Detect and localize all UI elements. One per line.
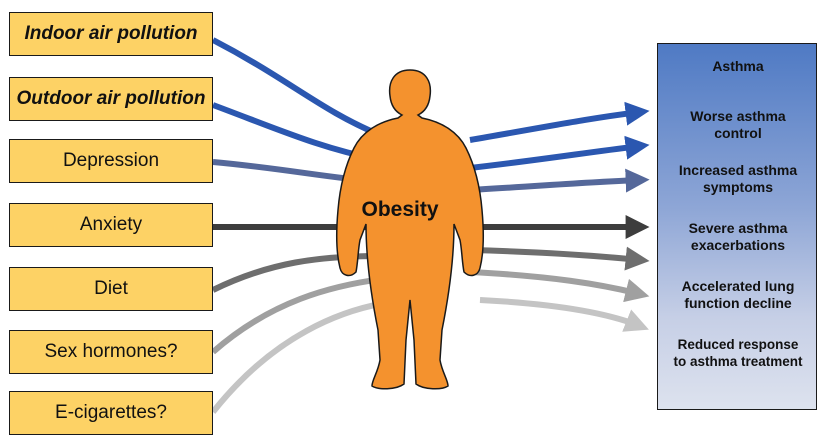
factor-box-indoor-air-pollution: Indoor air pollution [9,12,213,56]
factor-label: Outdoor air pollution [17,88,206,110]
outcome-accelerated-lung-decline: Accelerated lung function decline [658,278,818,312]
obesity-figure [337,70,484,389]
obesity-label: Obesity [350,198,450,222]
factor-box-sex-hormones: Sex hormones? [9,330,213,374]
factor-box-outdoor-air-pollution: Outdoor air pollution [9,77,213,121]
flow-arrow-to-increased-symptoms [470,180,640,190]
factor-label: Anxiety [80,214,142,236]
factor-label: Diet [94,278,128,300]
outcome-worse-asthma-control: Worse asthma control [658,108,818,142]
factor-box-e-cigarettes: E-cigarettes? [9,391,213,435]
flow-arrow-to-lung-decline [470,250,640,260]
outcomes-panel: Asthma Worse asthma control Increased as… [657,43,817,410]
outcome-asthma: Asthma [658,58,818,75]
factor-box-anxiety: Anxiety [9,203,213,247]
outcome-severe-asthma-exacerbations: Severe asthma exacerbations [658,220,818,254]
flow-arrow-sex-hormones [213,278,390,352]
factor-label: Sex hormones? [44,341,177,363]
outcome-increased-asthma-symptoms: Increased asthma symptoms [658,162,818,196]
flow-arrow-to-reduced-response [470,272,640,294]
factor-box-depression: Depression [9,139,213,183]
flow-arrow-to-reduced-response-2 [480,300,640,326]
flow-arrow-to-asthma [470,112,640,140]
factor-box-diet: Diet [9,267,213,311]
flow-arrow-indoor-air [213,40,380,135]
factor-label: Indoor air pollution [24,23,197,45]
flow-arrow-to-worse-control [470,146,640,168]
outcome-reduced-treatment-response: Reduced response to asthma treatment [658,336,818,370]
factor-label: E-cigarettes? [55,402,167,424]
factor-label: Depression [63,150,159,172]
